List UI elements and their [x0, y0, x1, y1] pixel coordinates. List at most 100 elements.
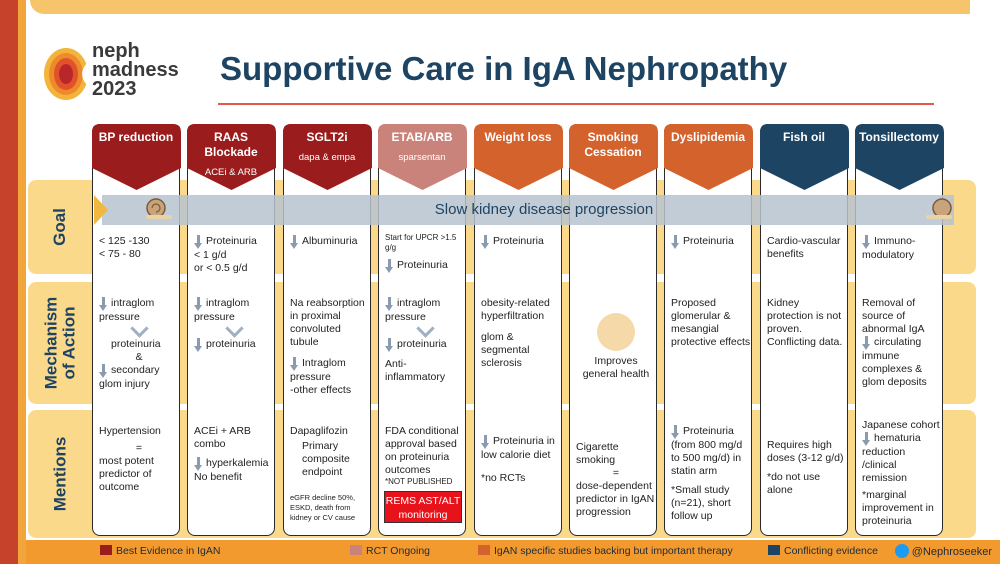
column-header: SGLT2i dapa & empa — [283, 124, 372, 192]
column-header: Fish oil — [760, 124, 849, 192]
down-arrow-icon — [290, 235, 298, 249]
cell-text: = — [612, 467, 620, 479]
goal-cell: Proteinuria — [481, 235, 561, 249]
column-title: RAAS Blockade — [204, 130, 258, 159]
column-title: SGLT2i — [306, 130, 348, 144]
twitter-handle[interactable]: @Nephroseeker — [894, 544, 992, 558]
cell-text: *marginal improvement in proteinuria — [862, 489, 934, 527]
column-title: Tonsillectomy — [859, 130, 939, 144]
column-sglt2i: SGLT2i dapa & empa Albuminuria Na reabsorp… — [283, 124, 372, 536]
cell-text: Na reabsorption in proximal convoluted t… — [290, 297, 365, 348]
cell-text: circulating immune complexes & glom depo… — [862, 336, 927, 388]
mentions-cell: Requires high doses (3-12 g/d) *do not us… — [767, 425, 847, 497]
cell-text: Cardio-vascular benefits — [767, 235, 841, 260]
down-arrow-icon — [862, 235, 870, 249]
column-etab-arb: ETAB/ARB sparsentan Start for UPCR >1.5 g… — [378, 124, 467, 536]
cell-text: Primary composite endpoint — [302, 440, 350, 478]
cell-text: Immuno-modulatory — [862, 235, 916, 261]
cell-text: < 1 g/d — [194, 249, 227, 261]
cell-text: dose-dependent predictor in IgAN progres… — [576, 480, 655, 518]
page-title: Supportive Care in IgA Nephropathy — [220, 50, 788, 87]
cell-text: *do not use alone — [767, 471, 821, 496]
down-arrow-icon — [862, 432, 870, 446]
goal-cell: Albuminuria — [290, 235, 370, 249]
goal-cell: Immuno-modulatory — [862, 235, 942, 262]
logo-line1: neph — [92, 40, 140, 62]
cell-text: Anti-inflammatory — [385, 358, 446, 383]
column-subtitle: dapa & empa — [298, 152, 356, 163]
cell-text: Japanese cohort — [862, 419, 940, 431]
column-bp-reduction: BP reduction < 125 -130< 75 - 80 intraglo… — [92, 124, 181, 536]
cell-text: hyperkalemia — [206, 457, 269, 469]
cell-text: glom & segmental sclerosis — [481, 331, 530, 369]
goal-cell: Cardio-vascular benefits — [767, 235, 847, 261]
cell-text: Kidney protection is not proven. — [767, 297, 842, 335]
cell-text: & — [135, 351, 143, 363]
cell-text: Proposed glomerular & mesangial protecti… — [671, 297, 751, 348]
left-accent-strip-inner — [18, 0, 26, 564]
column-header: ETAB/ARB sparsentan — [378, 124, 467, 192]
down-arrow-icon — [385, 297, 393, 311]
cell-text: intraglom pressure — [99, 297, 155, 323]
column-header: Tonsillectomy — [855, 124, 944, 192]
chevron-down-icon — [130, 326, 148, 336]
nephmadness-logo: neph madness 2023 — [40, 40, 200, 104]
chevron-down-icon — [225, 326, 243, 336]
cell-text: intraglom pressure — [385, 297, 441, 323]
cell-text: Proteinuria — [493, 235, 544, 247]
logo-line2: madness — [92, 59, 179, 81]
down-arrow-icon — [385, 259, 393, 273]
down-arrow-icon — [194, 235, 202, 249]
column-smoking-cessation: Smoking Cessation Improves general healt… — [569, 124, 658, 536]
cell-text: or < 0.5 g/d — [194, 262, 248, 274]
column-title: ETAB/ARB — [391, 130, 453, 144]
mentions-cell: Cigarette smoking=dose-dependent predict… — [576, 425, 656, 519]
cell-text: < 75 - 80 — [99, 248, 141, 260]
cell-text: secondary glom injury — [99, 364, 160, 390]
top-accent-bar — [30, 0, 970, 14]
legend-item-conflicting: Conflicting evidence — [768, 545, 878, 559]
legend-band — [26, 540, 1000, 564]
cell-text: < 125 -130 — [99, 235, 150, 247]
down-arrow-icon — [99, 297, 107, 311]
chevron-down-icon — [416, 326, 434, 336]
down-arrow-icon — [385, 338, 393, 352]
mechanism-cell: Na reabsorption in proximal convoluted t… — [290, 297, 370, 397]
cell-text: obesity-related hyperfiltration — [481, 297, 550, 322]
column-header: BP reduction — [92, 124, 181, 192]
column-title: Fish oil — [783, 130, 825, 144]
cell-text: Start for UPCR >1.5 g/g — [385, 233, 457, 252]
row-label-mentions: Mentions — [50, 436, 70, 512]
down-arrow-icon — [99, 364, 107, 378]
snail-icon — [146, 198, 172, 219]
cell-text: Hypertension — [99, 425, 161, 437]
cell-text: Albuminuria — [302, 235, 358, 247]
column-subtitle: sparsentan — [398, 152, 446, 163]
rems-warning-badge: REMS AST/ALT monitoring — [384, 491, 462, 523]
mechanism-cell: Kidney protection is not proven.Conflict… — [767, 297, 847, 349]
goal-cell: < 125 -130< 75 - 80 — [99, 235, 179, 261]
goal-banner-arrow — [94, 195, 954, 225]
bandage-icon — [597, 313, 635, 351]
cell-text: Proteinuria — [683, 235, 734, 247]
left-accent-strip — [0, 0, 18, 564]
cell-text: eGFR decline 50%, ESKD, death from kidne… — [290, 493, 356, 522]
cell-text: Requires high doses (3-12 g/d) — [767, 439, 844, 464]
cell-text: proteinuria — [206, 338, 256, 350]
title-underline — [218, 103, 934, 105]
cell-text: Proteinuria — [397, 259, 448, 271]
cell-text: Intraglom pressure — [290, 357, 346, 383]
legend-item-rct-ongoing: RCT Ongoing — [350, 545, 430, 559]
